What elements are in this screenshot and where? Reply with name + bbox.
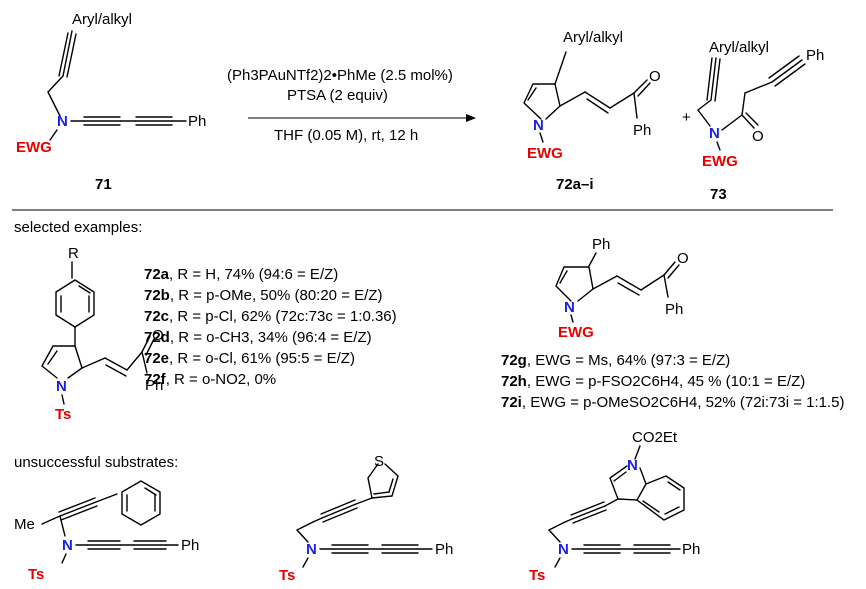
left-ts-label: Ts: [55, 406, 71, 423]
compound-label-72: 72a–i: [556, 176, 594, 193]
compound-label-73: 73: [710, 186, 727, 203]
p2-substituent-label: Aryl/alkyl: [709, 39, 769, 56]
right-oxygen: O: [677, 250, 689, 267]
reaction-arrow: (Ph3PAuNTf2)2•PhMe (2.5 mol%) PTSA (2 eq…: [227, 67, 476, 144]
right-nitrogen: N: [564, 299, 575, 316]
example-row-72f: 72f, R = o-NO2, 0%: [144, 371, 276, 388]
left-phenyl-label: Ph: [145, 377, 163, 394]
s2-ts-label: Ts: [279, 567, 295, 584]
s2-sulfur: S: [374, 453, 384, 470]
p2-nitrogen: N: [709, 125, 720, 142]
p2-ewg-label: EWG: [702, 153, 738, 170]
s3-phenyl-label: Ph: [682, 541, 700, 558]
right-phenyl-label: Ph: [665, 301, 683, 318]
example-row-72b: 72b, R = p-OMe, 50% (80:20 = E/Z): [144, 287, 382, 304]
left-nitrogen: N: [56, 378, 67, 395]
p2-phenyl-label: Ph: [806, 47, 824, 64]
left-example-structure: R N Ts O Ph: [41, 245, 164, 423]
s2-nitrogen: N: [306, 541, 317, 558]
p1-nitrogen: N: [533, 117, 544, 134]
unsuccessful-substrate-2: S N Ts Ph: [279, 453, 453, 584]
unsuccessful-substrate-1: Me N Ts Ph: [14, 480, 199, 583]
s1-methyl-label: Me: [14, 516, 35, 533]
unsuccessful-heading: unsuccessful substrates:: [14, 454, 178, 471]
right-ewg-label: EWG: [558, 324, 594, 341]
p1-substituent-label: Aryl/alkyl: [563, 29, 623, 46]
condition-additive: PTSA (2 equiv): [287, 87, 388, 104]
s2-phenyl-label: Ph: [435, 541, 453, 558]
example-row-72d: 72d, R = o-CH3, 34% (96:4 = E/Z): [144, 329, 372, 346]
s3-indole-nitrogen: N: [627, 457, 638, 474]
sm-ewg-label: EWG: [16, 139, 52, 156]
right-example-structure: Ph N EWG O Ph: [555, 236, 689, 341]
condition-catalyst: (Ph3PAuNTf2)2•PhMe (2.5 mol%): [227, 67, 453, 84]
sm-phenyl-label: Ph: [188, 113, 206, 130]
example-row-72c: 72c, R = p-Cl, 62% (72c:73c = 1:0.36): [144, 308, 397, 325]
example-row-72a: 72a, R = H, 74% (94:6 = E/Z): [144, 266, 338, 283]
p1-ewg-label: EWG: [527, 145, 563, 162]
s1-phenyl-label: Ph: [181, 537, 199, 554]
right-phenyl-top: Ph: [592, 236, 610, 253]
sm-nitrogen: N: [57, 113, 68, 130]
selected-examples-heading: selected examples:: [14, 219, 142, 236]
p2-oxygen: O: [752, 128, 764, 145]
example-row-72e: 72e, R = o-Cl, 61% (95:5 = E/Z): [144, 350, 355, 367]
example-row-72i: 72i, EWG = p-OMeSO2C6H4, 52% (72i:73i = …: [501, 394, 845, 411]
left-examples-list: 72a, R = H, 74% (94:6 = E/Z) 72b, R = p-…: [144, 266, 397, 388]
p1-phenyl-label: Ph: [633, 122, 651, 139]
left-oxygen: O: [152, 327, 164, 344]
product-73: Aryl/alkyl N EWG O Ph 73: [697, 39, 824, 203]
example-row-72g: 72g, EWG = Ms, 64% (97:3 = E/Z): [501, 352, 730, 369]
s1-ts-label: Ts: [28, 566, 44, 583]
condition-solvent: THF (0.05 M), rt, 12 h: [274, 127, 418, 144]
example-row-72h: 72h, EWG = p-FSO2C6H4, 45 % (10:1 = E/Z): [501, 373, 805, 390]
compound-label-71: 71: [95, 176, 112, 193]
sm-substituent-label: Aryl/alkyl: [72, 11, 132, 28]
s1-nitrogen: N: [62, 537, 73, 554]
r-substituent-label: R: [68, 245, 79, 262]
s3-ts-label: Ts: [529, 567, 545, 584]
s3-nitrogen: N: [558, 541, 569, 558]
s3-ester-label: CO2Et: [632, 429, 678, 446]
unsuccessful-substrate-3: N CO2Et N Ts Ph: [529, 429, 700, 584]
starting-material-71: Aryl/alkyl N EWG Ph 71: [16, 11, 206, 193]
right-examples-list: 72g, EWG = Ms, 64% (97:3 = E/Z) 72h, EWG…: [501, 352, 845, 411]
product-72: Aryl/alkyl N EWG O Ph 72a–i: [523, 29, 661, 193]
plus-sign: +: [682, 109, 691, 126]
p1-oxygen: O: [649, 68, 661, 85]
